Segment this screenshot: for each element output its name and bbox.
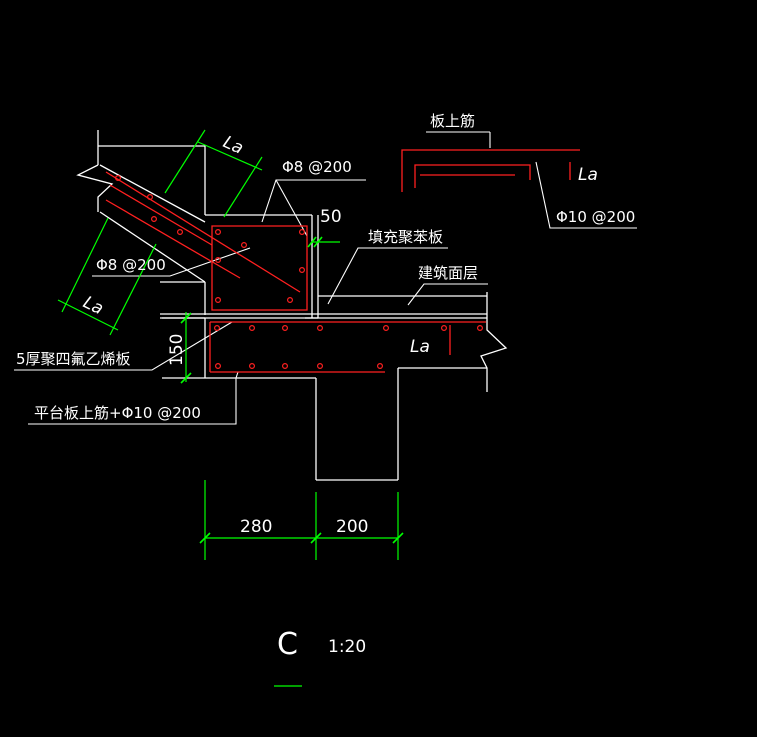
rebar-dot	[477, 325, 484, 332]
rebar-dot	[299, 229, 306, 236]
dim-tick	[180, 372, 192, 384]
slope-bar-leader	[92, 247, 251, 277]
rebar-dot	[215, 297, 222, 304]
dim-tick	[392, 532, 404, 544]
detail-scale: 1:20	[328, 637, 366, 657]
stair-top-bar-2	[109, 184, 213, 246]
slope-la-upper: La	[220, 132, 246, 158]
rebar-dot	[282, 325, 289, 332]
stirrup-spec-leader	[261, 179, 366, 223]
la-upper-ext-2	[223, 156, 263, 218]
top-bar-detail-inner	[414, 164, 531, 188]
la-upper-dim	[197, 141, 263, 171]
gap-dim: 50	[320, 207, 342, 227]
dimension-lines	[57, 129, 399, 687]
la-upper-ext-1	[164, 129, 206, 194]
finish-layer-leader	[407, 283, 488, 306]
slab-top-bar-leader	[28, 371, 239, 425]
dim-tick	[310, 532, 322, 544]
slope-la-lower: La	[80, 293, 107, 320]
rebar-dot	[215, 229, 222, 236]
la-lower-dim	[57, 299, 119, 331]
dim-tick	[199, 532, 211, 544]
stirrup-spec: Φ8 @200	[282, 158, 352, 176]
top-bar-note: 板上筋	[430, 112, 475, 130]
rebar-dot	[317, 325, 324, 332]
slope-bar-spec: Φ8 @200	[96, 256, 166, 274]
rebar-dot	[249, 325, 256, 332]
filler-board-leader	[327, 247, 448, 305]
dimension-ticks	[180, 236, 404, 544]
rebar-dot	[299, 267, 306, 274]
rebar-group	[105, 149, 580, 373]
slab-top-bar-label: 平台板上筋+Φ10 @200	[34, 404, 201, 422]
slab-thickness-dim: 150	[167, 334, 187, 366]
top-bar-spec-leader	[535, 161, 637, 229]
finish-layer-label: 建筑面层	[418, 264, 478, 282]
la-lower-ext-1	[61, 217, 109, 313]
la-lower-ext-2	[109, 243, 157, 336]
rebar-dots	[114, 175, 484, 370]
dim-right-value: 200	[336, 517, 368, 537]
rebar-dot	[441, 325, 448, 332]
top-bar-detail-main	[401, 149, 580, 192]
ptfe-leader	[14, 321, 233, 371]
stair-break-mark	[76, 164, 114, 212]
structure-outline	[76, 130, 508, 481]
beam-stirrup	[211, 225, 308, 311]
leader-lines	[14, 131, 637, 425]
dim-tick	[180, 312, 192, 324]
slab-la: La	[410, 337, 430, 357]
rebar-dot	[147, 194, 154, 201]
stair-slab-top	[99, 164, 206, 223]
dim-tick	[307, 236, 317, 248]
rebar-dot	[215, 363, 222, 370]
rebar-dot	[151, 216, 158, 223]
rebar-dot	[241, 242, 248, 249]
rebar-dot	[214, 325, 221, 332]
rebar-dot	[377, 363, 384, 370]
rebar-dot	[114, 175, 121, 182]
stair-step-outline	[98, 145, 206, 215]
rebar-dot	[383, 325, 390, 332]
rebar-dot	[249, 363, 256, 370]
stair-bottom-bar	[105, 199, 241, 279]
filler-board-label: 填充聚苯板	[368, 228, 443, 246]
slab-break-mark	[480, 318, 508, 392]
rebar-dot	[287, 297, 294, 304]
rebar-dot	[177, 229, 184, 236]
dim-tick	[313, 236, 323, 248]
top-bar-la: La	[578, 165, 598, 185]
ptfe-sheet-label: 5厚聚四氟乙烯板	[16, 350, 131, 368]
rebar-dot	[282, 363, 289, 370]
dim-left-value: 280	[240, 517, 272, 537]
rebar-dot	[317, 363, 324, 370]
stair-top-bar	[105, 171, 301, 293]
detail-mark: C	[277, 627, 298, 662]
stirrup-pointer	[275, 179, 308, 237]
top-bar-spec: Φ10 @200	[556, 208, 635, 226]
rebar-dot	[215, 257, 222, 264]
